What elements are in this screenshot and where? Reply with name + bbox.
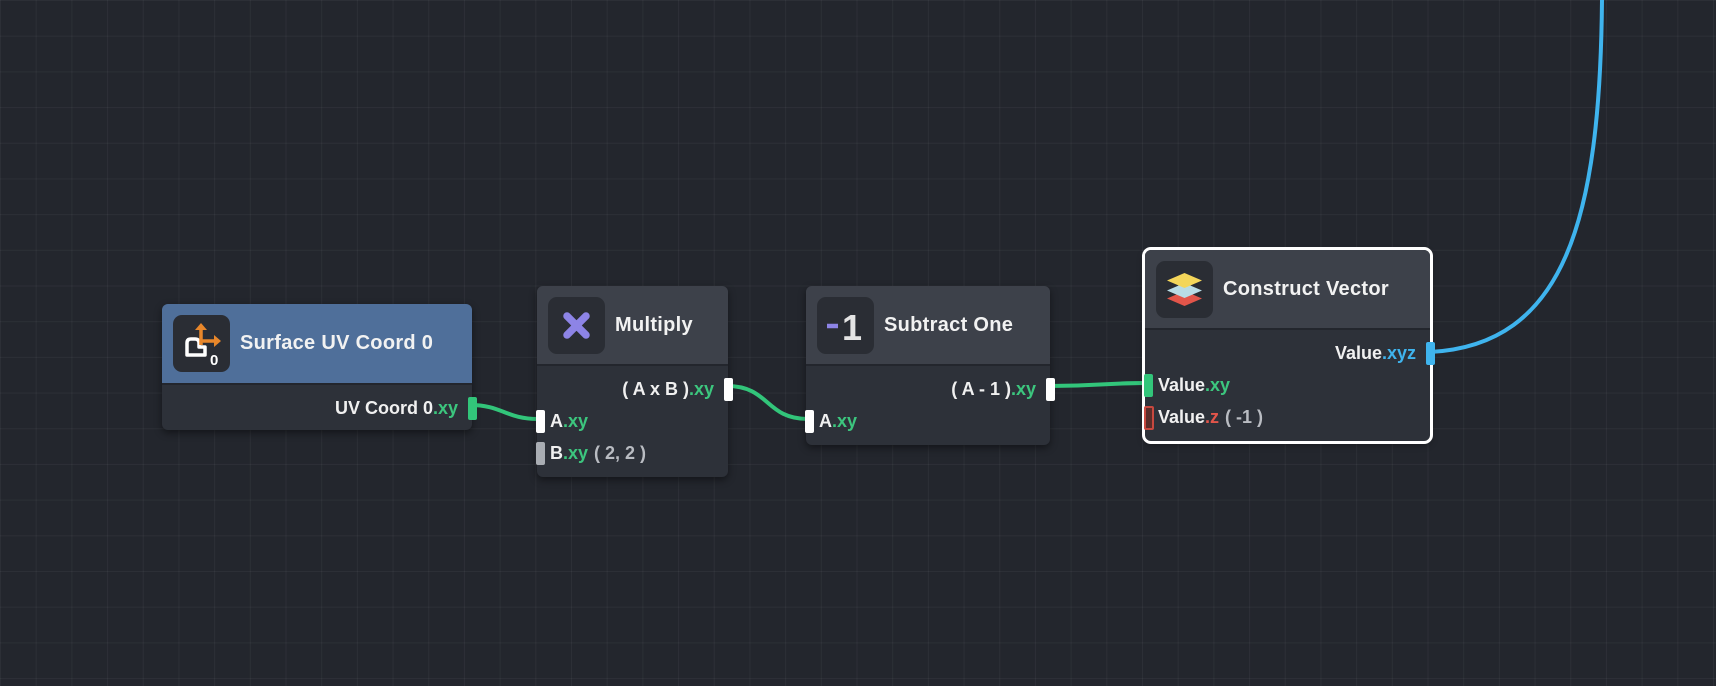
port-label: UV Coord 0 bbox=[334, 398, 433, 418]
port-label: ( A - 1 ) bbox=[951, 379, 1011, 399]
output-socket[interactable] bbox=[1426, 342, 1435, 365]
port-label: Value bbox=[1158, 407, 1206, 427]
port-swizzle: .z bbox=[1205, 407, 1220, 427]
input-port-a[interactable]: A.xy bbox=[536, 405, 728, 437]
wire-construct-out[interactable] bbox=[1429, 0, 1604, 354]
node-multiply[interactable]: Multiply ( A x B ).xy A.xy B.xy( 2, 2 ) bbox=[536, 286, 733, 477]
input-socket[interactable] bbox=[536, 410, 545, 433]
node-header[interactable]: Construct Vector bbox=[1145, 250, 1430, 330]
output-socket[interactable] bbox=[468, 397, 477, 420]
output-port-uv-coord[interactable]: UV Coord 0.xy bbox=[162, 392, 477, 424]
port-swizzle: .xy bbox=[1205, 375, 1231, 395]
input-port-a[interactable]: A.xy bbox=[805, 405, 1050, 437]
multiply-icon bbox=[548, 297, 605, 354]
node-construct-vector[interactable]: Construct Vector Value.xyz Value.xy Valu… bbox=[1142, 247, 1435, 444]
node-title: Subtract One bbox=[884, 313, 1014, 336]
wire-multiply-to-subtract[interactable] bbox=[726, 384, 809, 421]
node-header[interactable]: 0 Surface UV Coord 0 bbox=[162, 304, 472, 385]
output-port-value-xyz[interactable]: Value.xyz bbox=[1145, 337, 1435, 369]
input-port-value-z[interactable]: Value.z( -1 ) bbox=[1144, 401, 1430, 433]
port-swizzle: .xyz bbox=[1381, 343, 1416, 363]
port-label: ( A x B ) bbox=[622, 379, 689, 399]
node-title: Multiply bbox=[615, 313, 693, 336]
uv-index-label: 0 bbox=[210, 352, 218, 369]
output-port-difference[interactable]: ( A - 1 ).xy bbox=[806, 373, 1055, 405]
input-socket[interactable] bbox=[805, 410, 814, 433]
uv-coord-icon: 0 bbox=[173, 315, 230, 372]
input-socket[interactable] bbox=[536, 442, 545, 465]
input-port-b[interactable]: B.xy( 2, 2 ) bbox=[536, 437, 728, 469]
port-swizzle: .xy bbox=[832, 411, 858, 431]
output-socket[interactable] bbox=[1046, 378, 1055, 401]
port-swizzle: .xy bbox=[688, 379, 714, 399]
port-label: A bbox=[550, 411, 563, 431]
port-label: B bbox=[550, 443, 563, 463]
minus-one-icon: 1 bbox=[817, 297, 874, 354]
port-label: Value bbox=[1334, 343, 1382, 363]
node-header[interactable]: Multiply bbox=[537, 286, 728, 366]
input-socket[interactable] bbox=[1144, 406, 1154, 430]
node-title: Construct Vector bbox=[1223, 277, 1389, 300]
input-port-value-xy[interactable]: Value.xy bbox=[1144, 369, 1430, 401]
port-swizzle: .xy bbox=[563, 411, 589, 431]
port-label: A bbox=[819, 411, 832, 431]
port-swizzle: .xy bbox=[1010, 379, 1036, 399]
wire-uv-to-multiply[interactable] bbox=[469, 403, 539, 421]
layers-icon bbox=[1156, 261, 1213, 318]
output-port-product[interactable]: ( A x B ).xy bbox=[537, 373, 733, 405]
node-title: Surface UV Coord 0 bbox=[240, 332, 434, 354]
node-surface-uv-coord[interactable]: 0 Surface UV Coord 0 UV Coord 0.xy bbox=[162, 304, 477, 430]
node-header[interactable]: 1 Subtract One bbox=[806, 286, 1050, 366]
default-value: ( 2, 2 ) bbox=[594, 443, 647, 463]
port-swizzle: .xy bbox=[432, 398, 458, 418]
svg-text:1: 1 bbox=[842, 307, 862, 348]
node-subtract-one[interactable]: 1 Subtract One ( A - 1 ).xy A.xy bbox=[805, 286, 1055, 445]
input-socket[interactable] bbox=[1144, 374, 1153, 397]
default-value: ( -1 ) bbox=[1225, 407, 1264, 427]
port-swizzle: .xy bbox=[563, 443, 589, 463]
wire-subtract-to-construct[interactable] bbox=[1048, 381, 1151, 388]
output-socket[interactable] bbox=[724, 378, 733, 401]
port-label: Value bbox=[1158, 375, 1206, 395]
